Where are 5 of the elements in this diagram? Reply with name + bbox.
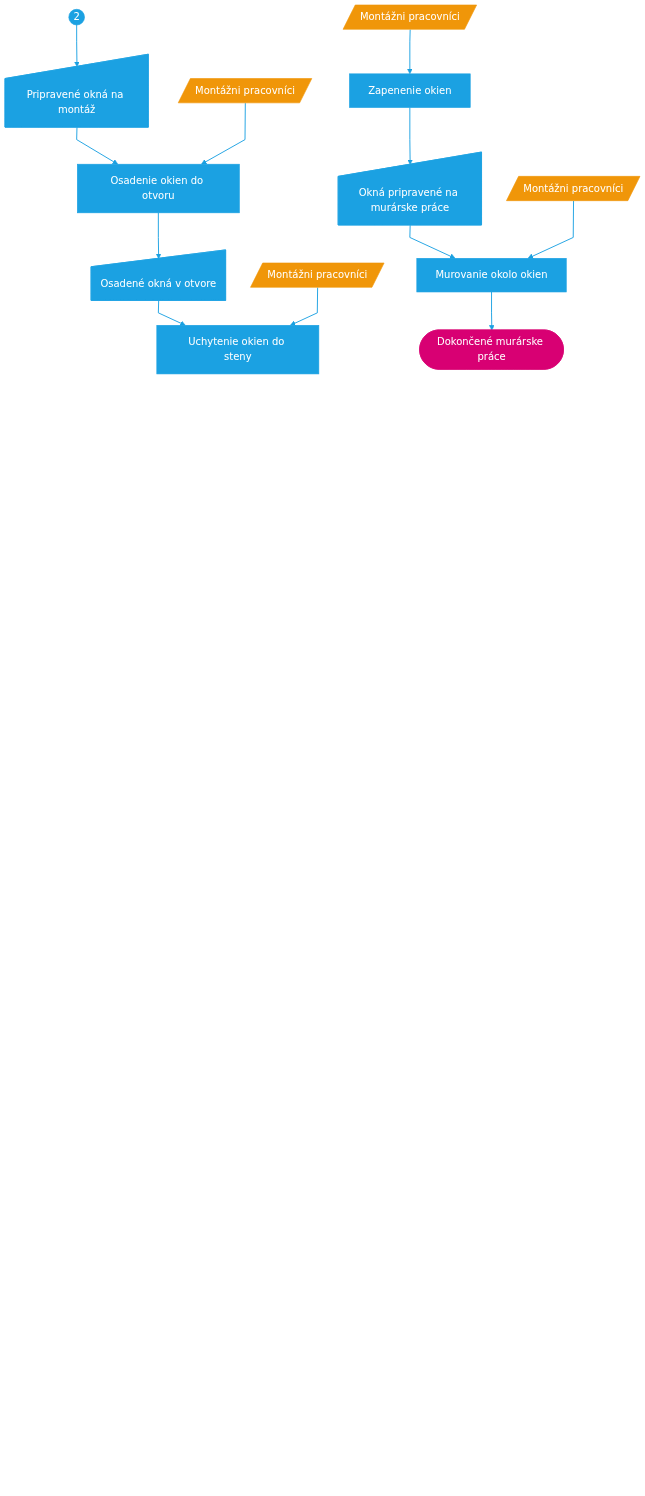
node-box: Uchytenie okien do steny xyxy=(156,325,320,375)
node-circle: 2 xyxy=(68,8,85,26)
node-box: Murovanie okolo okien xyxy=(416,258,567,293)
node-box: Osadenie okien do otvoru xyxy=(77,163,240,214)
node-box: Zapenenie okien xyxy=(349,73,471,108)
